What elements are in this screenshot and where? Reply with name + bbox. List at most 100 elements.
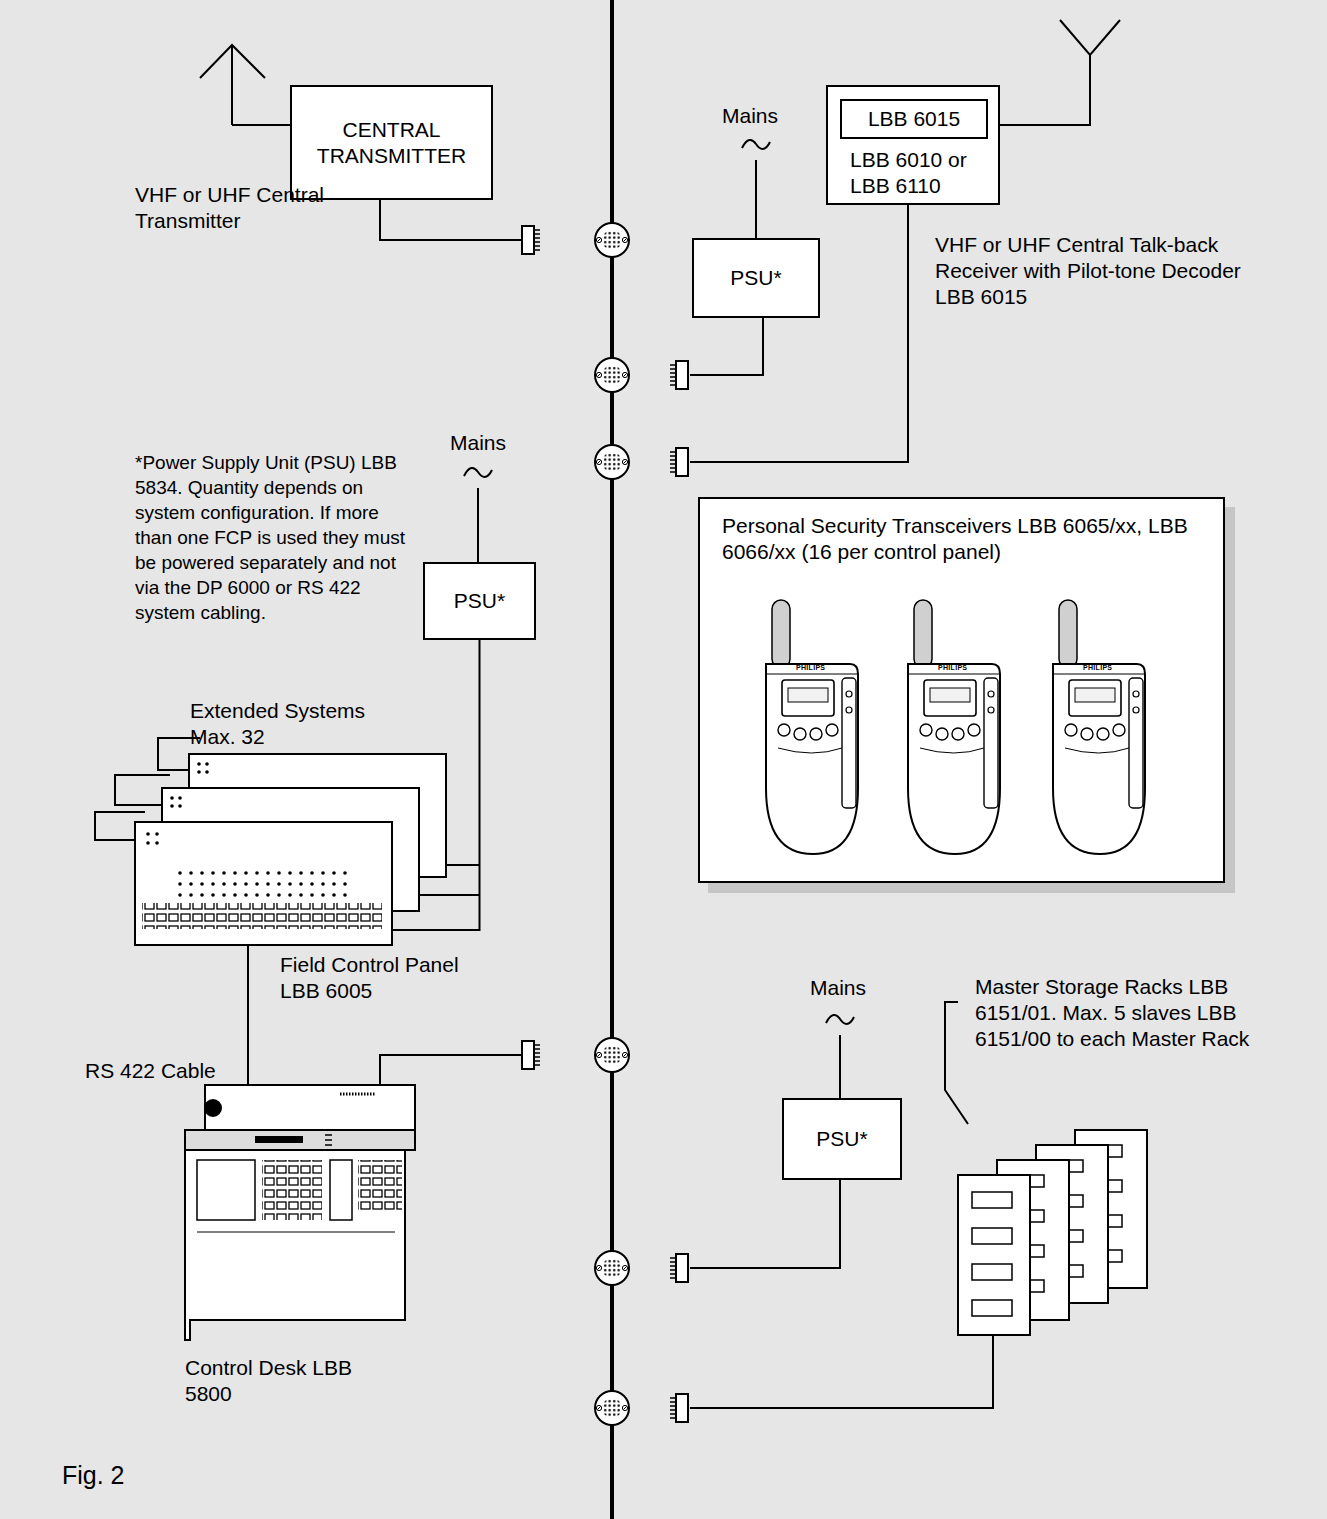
- receiver-box: LBB 6010 or LBB 6110 LBB 6015: [826, 85, 1000, 205]
- node-text: LBB 6010 or LBB 6110: [850, 147, 998, 199]
- transceiver-figure: [908, 600, 1000, 854]
- control-desk-figure: [185, 1085, 415, 1340]
- wires: [380, 200, 522, 240]
- transceiver-figure: [766, 600, 858, 854]
- brand-mark: PHILIPS: [1083, 664, 1123, 672]
- psu-box: PSU*: [692, 238, 820, 318]
- field-control-panel-figure: [135, 822, 392, 945]
- control-desk-figure: [205, 1100, 221, 1116]
- bus-connector: [595, 1391, 629, 1425]
- field-control-panel-figure: [172, 866, 352, 899]
- cable-plug: [670, 448, 688, 476]
- control-desk-figure: [262, 1160, 322, 1220]
- edge-label: RS 422 Cable: [85, 1058, 235, 1084]
- mains-label: Mains: [722, 103, 812, 129]
- wires: [380, 1055, 522, 1085]
- wires: [839, 1035, 841, 1098]
- bus-connector: [595, 358, 629, 392]
- storage-rack-figure: [958, 1130, 1147, 1335]
- bus-connector: [595, 1251, 629, 1285]
- transmitter-box: CENTRAL TRANSMITTER: [290, 85, 493, 200]
- control-desk-figure: [197, 1160, 255, 1220]
- box-shadow: [698, 497, 1225, 883]
- node-text: PSU*: [816, 1126, 867, 1152]
- cable-plug: [670, 1254, 688, 1282]
- field-control-panel-figure: [170, 796, 174, 800]
- wires: [1000, 20, 1120, 125]
- psu-note: *Power Supply Unit (PSU) LBB 5834. Quant…: [135, 450, 407, 625]
- psu-box: PSU*: [423, 562, 536, 640]
- mains-symbol: [826, 1015, 854, 1024]
- bus-connector: [595, 1038, 629, 1072]
- connector-line: [247, 945, 249, 1085]
- cable-plug: [522, 226, 688, 1422]
- mains-label: Mains: [810, 975, 900, 1001]
- control-desk-figure: [255, 1136, 303, 1143]
- figure-caption: Fig. 2: [62, 1460, 125, 1490]
- field-control-panel-figure: [197, 762, 201, 766]
- extended-systems-note: Extended Systems Max. 32: [190, 698, 410, 750]
- field-control-panel-figure: [178, 804, 182, 808]
- mains-symbol: [464, 468, 492, 477]
- decoder-box: LBB 6015: [840, 99, 988, 139]
- storage-rack-figure: [972, 1192, 1012, 1316]
- power-line: [392, 640, 480, 930]
- node-text: PSU*: [454, 588, 505, 614]
- node-text: Master Storage Racks LBB 6151/01. Max. 5…: [975, 974, 1295, 1052]
- control-desk-figure: [197, 1232, 395, 1233]
- wires: [945, 1002, 968, 1124]
- node-text: Control Desk LBB 5800: [185, 1355, 355, 1407]
- wires: [200, 45, 290, 125]
- wires: [690, 1335, 993, 1408]
- field-control-panel-figure: [146, 832, 150, 836]
- field-control-panel: Field Control Panel LBB 6005: [135, 822, 392, 945]
- storage-rack-figure: [958, 1175, 1030, 1335]
- transceiver-figure: [1053, 600, 1145, 854]
- wires: [690, 318, 763, 375]
- control-desk-figure: [185, 1150, 405, 1340]
- cable-plug: [670, 361, 688, 389]
- node-text: LBB 6015: [868, 106, 960, 132]
- field-control-panel-figure: [142, 903, 382, 929]
- field-control-panel-figure: [135, 754, 446, 945]
- bus-connector: [595, 223, 629, 257]
- transceiver-figure: [766, 600, 1145, 854]
- bus-connector: [595, 445, 629, 479]
- rs422-cable: [248, 945, 249, 1085]
- mains-label: Mains: [450, 430, 540, 456]
- field-control-panel-figure: [146, 841, 150, 845]
- box-shadow: [698, 497, 1235, 893]
- control-desk-figure: [205, 1085, 415, 1130]
- field-control-panel-figure: [155, 832, 159, 836]
- cable-plug: [522, 1041, 540, 1069]
- wires: [755, 160, 757, 238]
- transmitter-caption: VHF or UHF Central Transmitter: [135, 182, 350, 234]
- wires: [690, 205, 908, 462]
- node-text: Personal Security Transceivers LBB 6065/…: [722, 513, 1202, 565]
- mains-symbol: [742, 140, 770, 149]
- receiver-caption: VHF or UHF Central Talk-back Receiver wi…: [935, 232, 1265, 310]
- field-control-panel-figure: [205, 770, 209, 774]
- transceiver-box: Personal Security Transceivers LBB 6065/…: [698, 497, 1225, 883]
- control-desk-figure: [358, 1160, 402, 1210]
- control-desk: Control Desk LBB 5800: [185, 1085, 415, 1340]
- control-desk-figure: [340, 1093, 375, 1096]
- control-desk-figure: [185, 1130, 415, 1150]
- brand-mark: PHILIPS: [796, 664, 836, 672]
- field-control-panel-figure: [178, 796, 182, 800]
- connector-line: [392, 640, 480, 930]
- field-control-panel-figure: [170, 804, 174, 808]
- wires: [95, 20, 1120, 1408]
- node-text: Field Control Panel LBB 6005: [280, 952, 490, 1004]
- cable-plug: [522, 226, 540, 254]
- brand-mark: PHILIPS: [938, 664, 978, 672]
- wires: [477, 488, 479, 562]
- master-storage-racks: Master Storage Racks LBB 6151/01. Max. 5…: [958, 1130, 1175, 1335]
- node-text: PSU*: [730, 265, 781, 291]
- node-text: CENTRAL TRANSMITTER: [300, 117, 483, 169]
- wires: [690, 1180, 840, 1268]
- field-control-panel-figure: [155, 841, 159, 845]
- control-desk-figure: [325, 1135, 332, 1145]
